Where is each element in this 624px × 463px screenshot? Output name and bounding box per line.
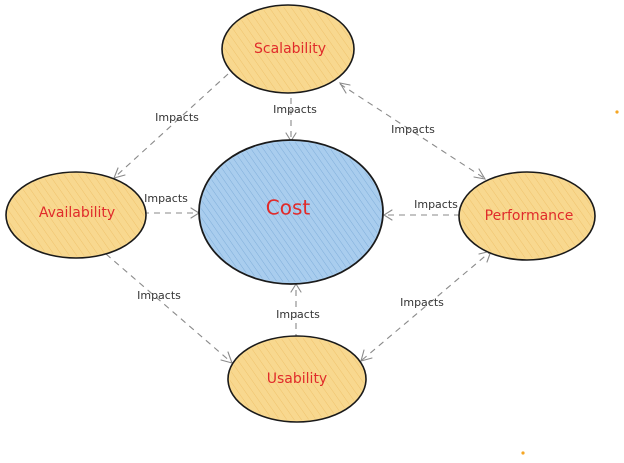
node-label-usability: Usability [267,371,327,387]
edge-scalability-performance [338,82,487,180]
node-usability: Usability [227,335,367,423]
edge-availability-to-usability [105,253,233,364]
edge-label-performance-to-cost: Impacts [414,198,458,211]
edge-label-scalability-performance: Impacts [391,123,435,136]
edge-label-availability-to-cost: Impacts [144,192,188,205]
edge-scalability-to-availability [113,73,229,179]
edge-label-availability-to-usability: Impacts [137,289,181,302]
edge-availability-to-cost [143,207,201,219]
node-availability: Availability [5,171,147,259]
node-scalability: Scalability [221,4,355,94]
node-label-scalability: Scalability [254,41,326,57]
edge-label-scalability-to-availability: Impacts [155,111,199,124]
node-label-cost: Cost [266,196,311,220]
edge-label-usability-performance: Impacts [400,296,444,309]
node-label-availability: Availability [39,205,115,221]
node-label-performance: Performance [485,208,574,224]
node-cost: Cost [198,139,384,285]
node-performance: Performance [458,171,596,261]
decorative-dot [521,451,525,455]
edge-label-usability-to-cost: Impacts [276,308,320,321]
decorative-dot [615,110,619,114]
edge-performance-to-cost [382,209,460,221]
edge-label-scalability-to-cost: Impacts [273,103,317,116]
